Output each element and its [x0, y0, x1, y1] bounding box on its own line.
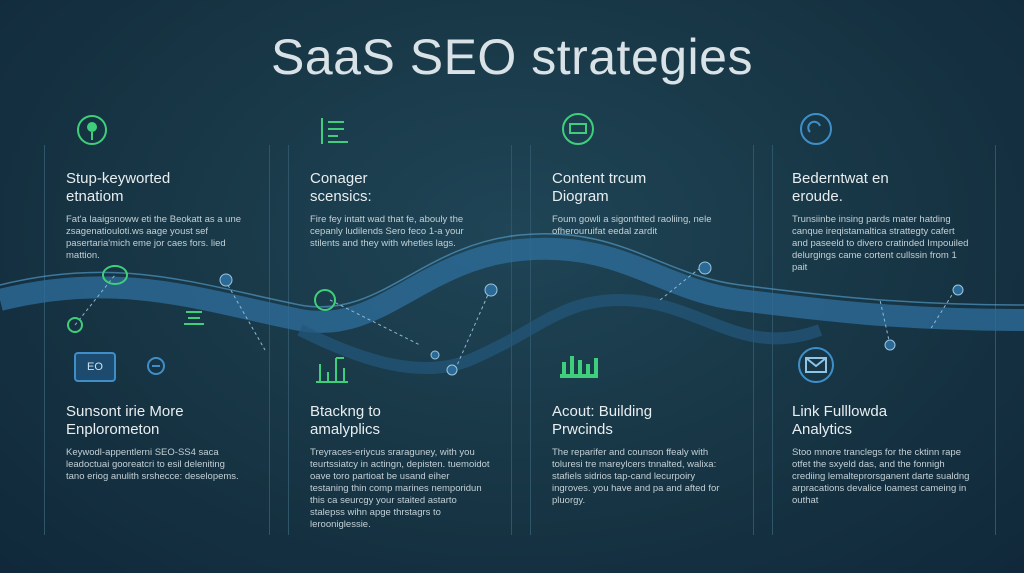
- node: [430, 350, 440, 360]
- gear-icon: [314, 289, 336, 311]
- page-title: SaaS SEO strategies: [271, 29, 753, 85]
- node: [698, 261, 712, 275]
- badge-text: EO: [87, 361, 103, 373]
- eo-badge-icon: EO: [74, 352, 116, 382]
- card-body: Foum gowli a sigonthted raoliing, nele o…: [552, 214, 712, 237]
- building-chart-icon: [560, 356, 598, 378]
- bar-chart-icon: [316, 357, 348, 383]
- card-body: Keywodl-appentlerni SEO-SS4 saca leadoct…: [66, 447, 239, 482]
- node: [446, 364, 458, 376]
- node: [219, 273, 233, 287]
- document-icon: [321, 118, 348, 144]
- node: [484, 283, 498, 297]
- link-icon: [800, 113, 832, 145]
- card-body: Stoo mnore tranclegs for the cktinn rape…: [792, 447, 970, 506]
- node: [884, 339, 896, 351]
- node: [952, 284, 964, 296]
- analytics-envelope-icon: [798, 347, 834, 383]
- node-green: [67, 317, 83, 333]
- card-body: Treyraces-eriycus sraraguney, with you t…: [310, 447, 490, 530]
- stack-icon: [184, 311, 204, 325]
- card-body: Fat'a laaigsnoww eti the Beokatt as a un…: [66, 214, 242, 261]
- card-body: Fire fey intatt wad that fe, abouly the …: [310, 214, 464, 249]
- column-frame-1: [44, 145, 270, 535]
- card-body: The reparifer and counson ffealy with to…: [552, 447, 720, 506]
- diagram-icon: [562, 113, 594, 145]
- node-green: [102, 265, 128, 285]
- card-body: Trunsiinbe insing pards mater hatding ca…: [792, 214, 969, 273]
- search-icon: [147, 357, 165, 375]
- target-icon: [77, 115, 107, 145]
